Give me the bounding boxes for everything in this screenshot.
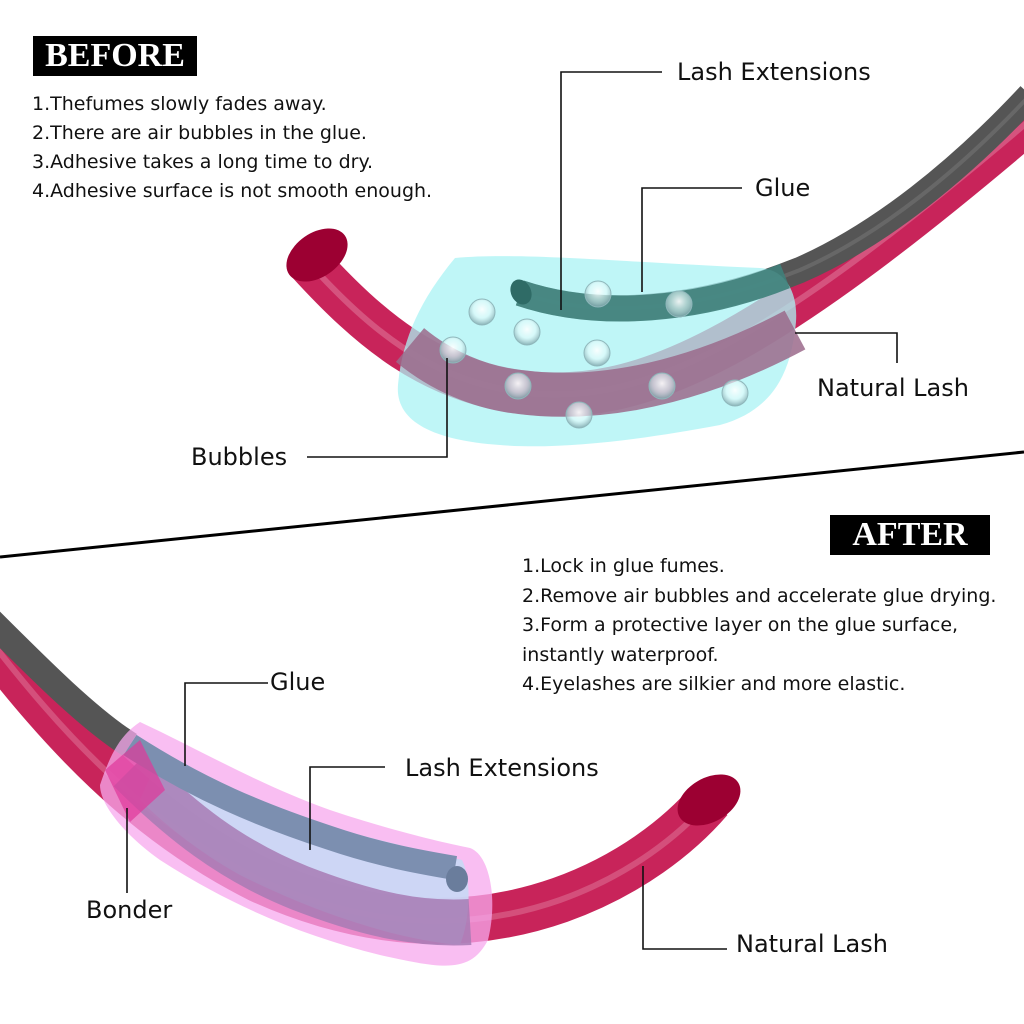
label-glue-after: Glue [270, 668, 326, 696]
bubble [439, 336, 467, 364]
after-point: instantly waterproof. [522, 643, 719, 666]
leader-line-lash-extensions-after [309, 766, 385, 850]
bubble [504, 372, 532, 400]
before-point: 3.Adhesive takes a long time to dry. [32, 151, 374, 173]
bubble [468, 298, 496, 326]
leader-line-lash-extensions [560, 71, 662, 310]
label-lash-extensions-before: Lash Extensions [677, 58, 871, 86]
label-lash-extensions-after: Lash Extensions [405, 754, 599, 782]
section-divider [0, 450, 1024, 559]
after-point: 3.Form a protective layer on the glue su… [522, 614, 959, 636]
after-natural-lash-end [677, 774, 741, 826]
label-natural-lash-after: Natural Lash [736, 930, 888, 958]
leader-line-bubbles [307, 358, 448, 458]
before-badge: BEFORE [33, 36, 197, 76]
after-point: 2.Remove air bubbles and accelerate glue… [522, 584, 997, 607]
label-bubbles: Bubbles [191, 443, 288, 471]
after-badge: AFTER [830, 515, 990, 555]
bubble [565, 401, 593, 429]
bubble [583, 339, 611, 367]
before-natural-lash-end [286, 228, 348, 282]
bubble [665, 290, 693, 318]
after-lash-extension [0, 611, 138, 757]
label-glue-before: Glue [755, 174, 811, 202]
leader-line-glue-after [184, 682, 268, 766]
bubble [721, 379, 749, 407]
leader-line-glue [641, 187, 742, 292]
before-point: 1.Thefumes slowly fades away. [32, 93, 327, 115]
before-point: 2.There are air bubbles in the glue. [32, 122, 367, 144]
after-point: 1.Lock in glue fumes. [522, 555, 725, 577]
after-illustration [0, 611, 741, 966]
leader-line-natural-lash [795, 332, 898, 363]
bubble [648, 372, 676, 400]
after-point: 4.Eyelashes are silkier and more elastic… [522, 673, 906, 695]
before-point: 4.Adhesive surface is not smooth enough. [32, 180, 433, 202]
label-bonder: Bonder [86, 896, 173, 924]
label-natural-lash-before: Natural Lash [817, 374, 969, 402]
leader-line-natural-lash-after [642, 866, 727, 950]
bubble [513, 318, 541, 346]
before-illustration [286, 71, 1024, 458]
after-points-list: 1.Lock in glue fumes. 2.Remove air bubbl… [522, 552, 996, 700]
bubble [584, 280, 612, 308]
before-points-list: 1.Thefumes slowly fades away. 2.There ar… [32, 90, 432, 206]
bubbles [439, 280, 749, 429]
